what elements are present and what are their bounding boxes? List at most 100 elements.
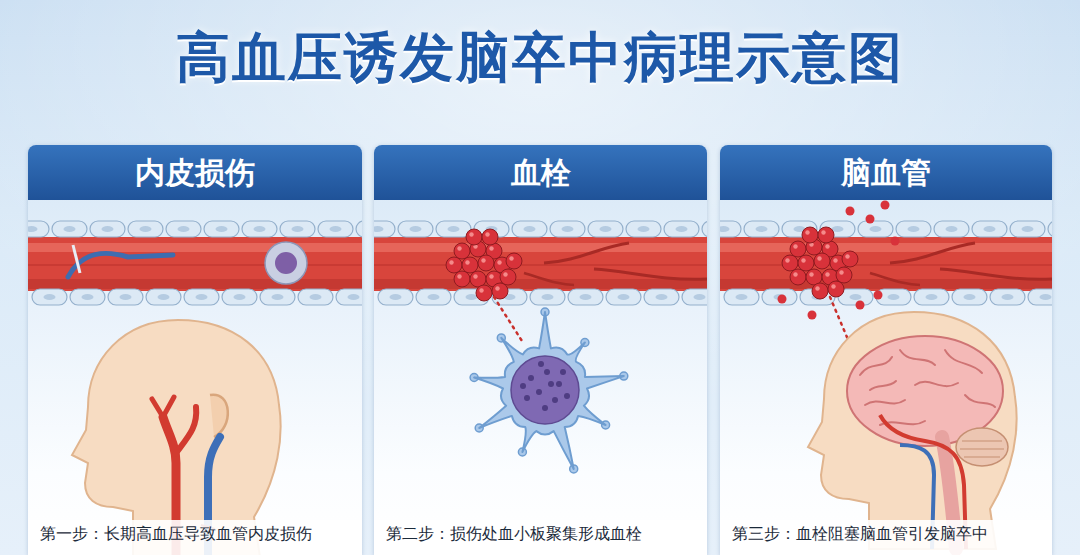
nucleus-granule [544, 369, 550, 375]
panel-header: 血栓 [374, 145, 707, 200]
cell-nucleus [618, 294, 630, 300]
damaged-vessel-segment [68, 253, 173, 277]
endothelial-cell [222, 289, 257, 305]
cell-nucleus [511, 356, 579, 424]
panel-illustration [28, 145, 362, 555]
step-panel: 血栓第二步：损伤处血小板聚集形成血栓 [374, 145, 707, 555]
brain-gyrus [865, 400, 905, 405]
platelet-shine [497, 260, 501, 264]
platelet-shine [845, 254, 849, 258]
platelet-shine [839, 270, 843, 274]
cell-nucleus [542, 294, 554, 300]
endothelial-cell [664, 221, 699, 237]
platelet-shine [821, 230, 825, 234]
platelet-shine [489, 274, 493, 278]
endothelial-cell [644, 289, 679, 305]
endothelial-cell [378, 289, 413, 305]
endothelial-cell [724, 289, 759, 305]
endothelial-cell [32, 289, 67, 305]
cell-nucleus [410, 226, 422, 232]
endothelial-cell [336, 289, 362, 305]
brain-gyrus [945, 350, 982, 373]
endothelial-cell [242, 221, 277, 237]
cell-nucleus [600, 226, 612, 232]
endothelial-cell [858, 221, 893, 237]
cell-nucleus [310, 294, 322, 300]
platelet [478, 255, 494, 271]
endothelial-cell [952, 289, 987, 305]
vessel-branch [870, 273, 920, 285]
endothelial-cell [720, 221, 741, 237]
vessel-lumen [28, 237, 362, 291]
cell-nucleus [694, 294, 706, 300]
platelet [782, 255, 798, 271]
platelet-shine [489, 246, 493, 250]
artery-branch [152, 399, 163, 417]
nucleus-granule [538, 361, 544, 367]
artery-branch [176, 407, 196, 453]
cell-nucleus [756, 226, 768, 232]
endothelial-cell [550, 221, 585, 237]
vessel-branch [940, 269, 1052, 279]
cell-nucleus [196, 294, 208, 300]
platelet-shine [457, 274, 461, 278]
platelet [818, 227, 834, 243]
nucleus-granule [520, 383, 526, 389]
step-caption: 第一步：长期高血压导致血管内皮损伤 [28, 520, 362, 555]
endothelial-cell [166, 221, 201, 237]
platelet-shine [805, 230, 809, 234]
ear [210, 395, 228, 437]
cell-nucleus [178, 226, 190, 232]
platelet-shine [831, 284, 835, 288]
cell-nucleus [216, 226, 228, 232]
scattered-clot [874, 291, 883, 300]
vessel-lumen [720, 237, 1052, 291]
cell-nucleus [850, 294, 862, 300]
platelet-cell-body [474, 312, 624, 469]
scattered-clot [778, 295, 787, 304]
platelet-shine [503, 272, 507, 276]
cell-nucleus [888, 294, 900, 300]
platelet-shine [785, 258, 789, 262]
scattered-clot [846, 207, 855, 216]
step-caption: 第三步：血栓阻塞脑血管引发脑卒中 [720, 520, 1052, 555]
endothelial-cell [128, 221, 163, 237]
platelet-shine [833, 258, 837, 262]
cell-nucleus [1002, 294, 1014, 300]
endothelial-cell [260, 289, 295, 305]
endothelial-cell [416, 289, 451, 305]
platelet [466, 229, 482, 245]
endothelial-cell [606, 289, 641, 305]
diagram-title: 高血压诱发脑卒中病理示意图 [0, 22, 1080, 95]
cell-nucleus [102, 226, 114, 232]
cell-nucleus [1040, 294, 1052, 300]
nucleus-granule [536, 389, 542, 395]
nucleus-granule [524, 395, 530, 401]
cell-nucleus [44, 294, 56, 300]
nucleus-granule [556, 381, 562, 387]
endothelial-cell [436, 221, 471, 237]
brain-gyrus [860, 357, 892, 375]
cell-nucleus [448, 226, 460, 232]
endothelial-cell [356, 221, 362, 237]
nucleus-granule [548, 381, 554, 387]
endothelial-cell [1010, 221, 1045, 237]
endothelial-cell [682, 289, 707, 305]
scattered-clot [881, 201, 890, 210]
platelet [790, 241, 806, 257]
vessel-branch [524, 273, 574, 285]
platelet [454, 243, 470, 259]
cell-nucleus [720, 226, 730, 232]
platelet-shine [825, 272, 829, 276]
head-profile [808, 312, 1017, 549]
platelet [500, 269, 516, 285]
platelet-shine [479, 288, 483, 292]
scattered-clot [891, 237, 900, 246]
vessel-inner-line [374, 264, 707, 266]
platelet-shine [793, 272, 797, 276]
nucleus-granule [552, 397, 558, 403]
endothelial-cell [1048, 221, 1052, 237]
nucleus-granule [528, 375, 534, 381]
cell-nucleus [638, 226, 650, 232]
endothelial-cell [762, 289, 797, 305]
